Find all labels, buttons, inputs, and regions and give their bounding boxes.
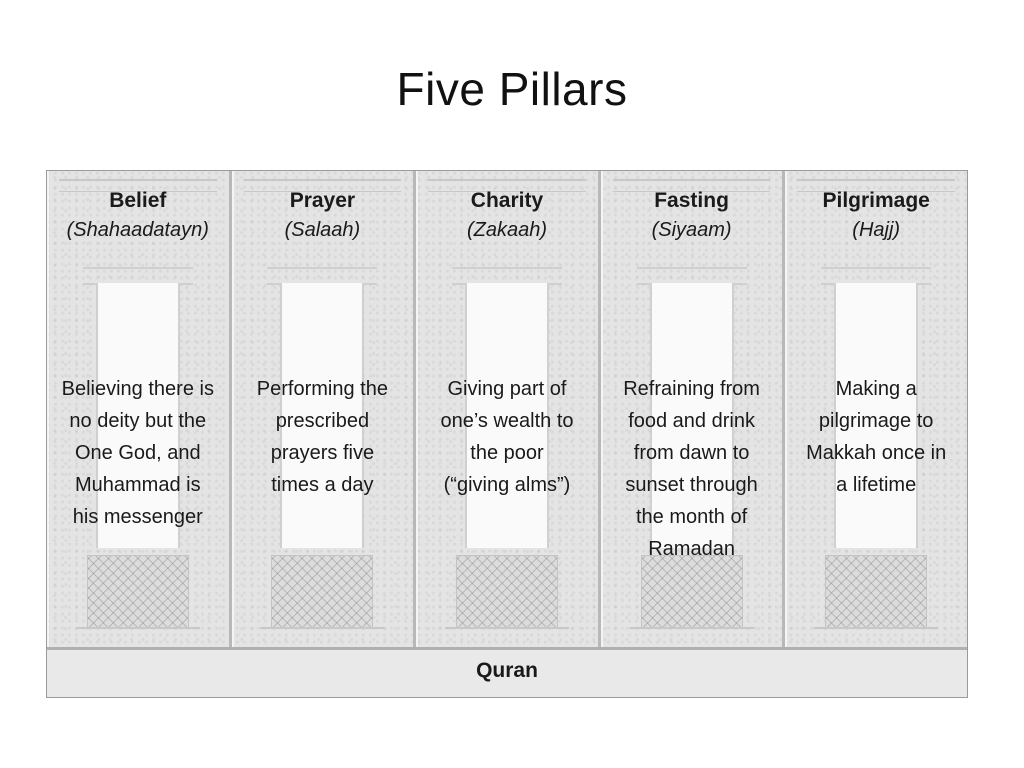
pillar-base xyxy=(86,555,189,629)
pillar-term: (Shahaadatayn) xyxy=(66,219,209,241)
pillar-description: Making a pilgrimage to Makkah once in a … xyxy=(806,378,947,496)
pillar-shaft xyxy=(649,283,734,548)
pillar-name: Fasting xyxy=(654,189,729,212)
pillar-term: (Hajj) xyxy=(852,219,901,241)
pillar-base xyxy=(455,555,558,629)
pillar-term: (Zakaah) xyxy=(466,219,547,241)
pillar-belief: Belief (Shahaadatayn) Believing there is… xyxy=(47,171,232,647)
pillar-name: Prayer xyxy=(289,189,356,212)
pillar-shaft xyxy=(95,283,180,548)
pillar-term: (Salaah) xyxy=(284,219,361,241)
pillar-shaft xyxy=(280,283,365,548)
pillar-name: Charity xyxy=(470,189,544,212)
pillar-name: Belief xyxy=(109,189,167,212)
pillar-capital xyxy=(612,179,771,192)
pillar-description: Performing the prescribed prayers five t… xyxy=(256,378,388,496)
pillar-plinth xyxy=(444,627,569,641)
pillar-plinth xyxy=(629,627,754,641)
pillar-base xyxy=(640,555,743,629)
pillar-description: Refraining from food and drink from dawn… xyxy=(623,378,760,560)
pillar-shaft xyxy=(834,283,919,548)
pillar-base xyxy=(271,555,374,629)
pillar-plinth xyxy=(75,627,200,641)
pillar-name: Pilgrimage xyxy=(822,189,930,212)
pillar-plinth xyxy=(814,627,939,641)
pillar-term: (Siyaam) xyxy=(651,219,732,241)
pillar-base xyxy=(825,555,928,629)
slide-title: Five Pillars xyxy=(396,63,628,115)
foundation-label: Quran xyxy=(476,659,538,682)
pillar-description: Believing there is no deity but the One … xyxy=(61,378,214,528)
pillar-charity: Charity (Zakaah) Giving part of one’s we… xyxy=(416,171,601,647)
pillar-capital xyxy=(59,179,217,192)
five-pillars-diagram: Belief (Shahaadatayn) Believing there is… xyxy=(46,170,968,698)
pillar-capital xyxy=(797,179,955,192)
pillar-plinth xyxy=(260,627,385,641)
pillar-description: Giving part of one’s wealth to the poor … xyxy=(440,378,574,496)
pillar-pilgrimage: Pilgrimage (Hajj) Making a pilgrimage to… xyxy=(785,171,967,647)
pillar-capital xyxy=(243,179,402,192)
pillar-prayer: Prayer (Salaah) Performing the prescribe… xyxy=(231,171,417,647)
pillar-fasting: Fasting (Siyaam) Refraining from food an… xyxy=(600,171,786,647)
pillars-row: Belief (Shahaadatayn) Believing there is… xyxy=(47,171,967,647)
foundation-quran: Quran xyxy=(47,647,967,697)
pillar-capital xyxy=(428,179,586,192)
pillar-shaft xyxy=(464,283,549,548)
